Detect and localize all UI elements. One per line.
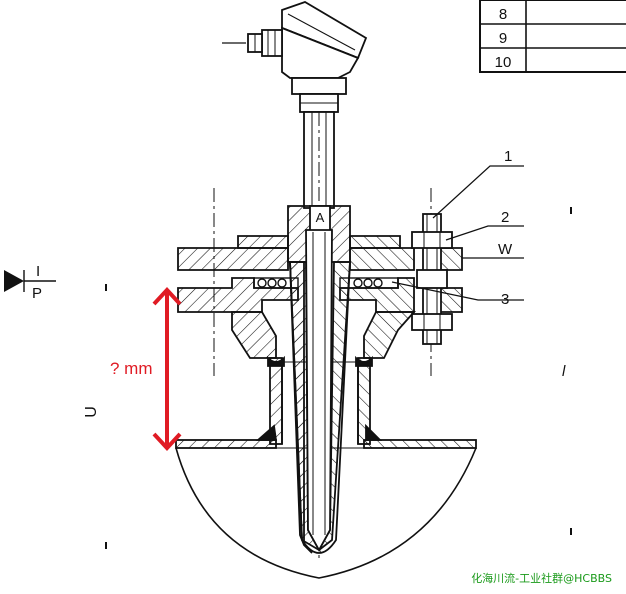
tick-marks xyxy=(105,207,572,549)
section-label-a: A xyxy=(316,210,325,225)
symbol-bottom-label: P xyxy=(32,285,42,302)
table-row-10: 10 xyxy=(495,54,512,71)
tick-label: l xyxy=(562,363,566,380)
parts-table: 8 9 10 xyxy=(479,0,626,73)
terminal-head xyxy=(247,1,368,113)
process-vessel-outline xyxy=(175,447,477,579)
callout-w: W xyxy=(498,241,513,258)
symbol-top-label: I xyxy=(36,263,40,280)
table-row-9: 9 xyxy=(499,30,507,47)
callout-3: 3 xyxy=(501,291,509,308)
callout-2: 2 xyxy=(501,209,509,226)
lower-flange xyxy=(177,277,463,359)
upper-flange xyxy=(177,235,463,271)
callout-1: 1 xyxy=(504,148,512,165)
callout-leaders xyxy=(391,165,524,301)
nozzle-pipe xyxy=(267,355,373,445)
flange-bolt xyxy=(411,213,453,345)
dimension-label: ? mm xyxy=(110,359,153,378)
watermark: 化海川流-工业社群@HCBBS xyxy=(471,571,612,585)
ip-symbol: I P xyxy=(4,263,56,302)
side-label-u: U xyxy=(83,406,100,418)
thermowell-shank xyxy=(289,229,351,554)
table-row-8: 8 xyxy=(499,6,507,23)
callout-labels: 1 2 W 3 xyxy=(498,148,513,308)
dimension-arrow xyxy=(152,287,182,451)
